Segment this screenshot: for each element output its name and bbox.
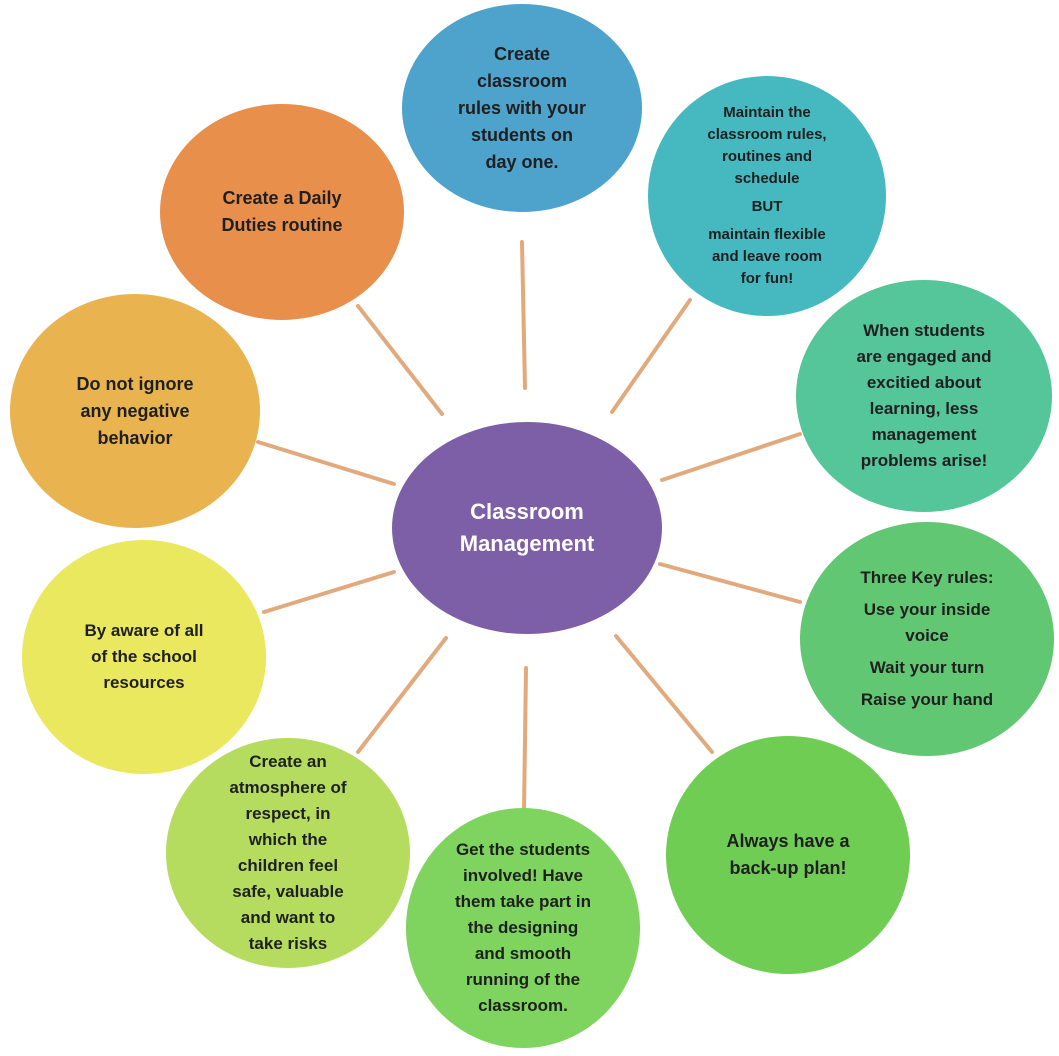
- node-three-key-rules: Three Key rules: Use your inside voice W…: [800, 522, 1054, 756]
- text-line: By aware of all: [84, 621, 204, 640]
- text-line: Management: [459, 531, 595, 556]
- node-backup-plan-text: Always have a back-up plan!: [666, 828, 910, 882]
- node-negative-behavior: Do not ignore any negative behavior: [10, 294, 260, 528]
- text-line: any negative: [80, 400, 190, 421]
- text-line: Use your inside: [863, 600, 991, 619]
- node-classroom-rules: Create classroom rules with your student…: [402, 4, 642, 212]
- node-students-involved-text: Get the students involved! Have them tak…: [406, 837, 640, 1019]
- text-line: learning, less: [869, 399, 979, 418]
- text-line: schedule: [734, 170, 800, 187]
- text-line: the designing: [467, 918, 579, 937]
- text-line: classroom: [476, 70, 568, 91]
- text-line: students on: [471, 124, 573, 145]
- text-line: running of the: [465, 970, 581, 989]
- text-line: Three Key rules:: [860, 568, 994, 587]
- connector-ignore: [256, 440, 396, 486]
- text-line: Classroom: [470, 499, 584, 524]
- connector-aware: [262, 570, 396, 614]
- text-line: involved! Have: [463, 866, 583, 885]
- text-line: BUT: [751, 198, 783, 215]
- node-daily-duties: Create a Daily Duties routine: [160, 104, 404, 320]
- text-line: are engaged and: [856, 347, 992, 366]
- text-line: respect, in: [245, 804, 331, 823]
- text-line: classroom.: [478, 996, 568, 1015]
- connector-maintain: [610, 298, 692, 414]
- node-daily-duties-text: Create a Daily Duties routine: [160, 185, 404, 239]
- text-line: day one.: [485, 151, 559, 172]
- text-line: rules with your: [457, 97, 587, 118]
- node-school-resources: By aware of all of the school resources: [22, 540, 266, 774]
- node-maintain-rules-text: Maintain the classroom rules, routines a…: [648, 102, 886, 290]
- text-line: resources: [103, 673, 185, 692]
- connector-engaged: [660, 432, 802, 482]
- text-line: back-up plan!: [729, 858, 847, 878]
- connector-involved: [522, 666, 528, 812]
- text-line: Do not ignore: [76, 373, 194, 394]
- node-students-involved: Get the students involved! Have them tak…: [406, 808, 640, 1048]
- connector-three: [658, 562, 802, 604]
- text-line: Create: [493, 43, 551, 64]
- text-line: When students: [863, 321, 985, 340]
- text-line: take risks: [248, 934, 328, 953]
- text-line: problems arise!: [860, 451, 988, 470]
- text-line: them take part in: [454, 892, 592, 911]
- node-classroom-management-text: Classroom Management: [392, 496, 662, 560]
- text-line: children feel: [237, 856, 339, 875]
- text-line: Wait your turn: [869, 658, 985, 677]
- text-line: Raise your hand: [860, 690, 994, 709]
- node-engaged-students-text: When students are engaged and excitied a…: [796, 318, 1052, 474]
- text-line: management: [871, 425, 977, 444]
- text-line: and smooth: [474, 944, 572, 963]
- node-classroom-rules-text: Create classroom rules with your student…: [402, 41, 642, 176]
- text-line: Always have a: [726, 831, 850, 851]
- text-line: behavior: [97, 427, 173, 448]
- text-line: which the: [248, 830, 328, 849]
- node-engaged-students: When students are engaged and excitied a…: [796, 280, 1052, 512]
- connector-respect: [356, 636, 448, 754]
- text-line: routines and: [721, 148, 812, 165]
- text-line: excitied about: [866, 373, 982, 392]
- text-line: atmosphere of: [229, 778, 347, 797]
- text-line: Get the students: [455, 840, 591, 859]
- text-line: voice: [905, 626, 949, 645]
- node-atmosphere-respect-text: Create an atmosphere of respect, in whic…: [166, 749, 410, 957]
- node-backup-plan: Always have a back-up plan!: [666, 736, 910, 974]
- text-line: and want to: [240, 908, 336, 927]
- text-line: maintain flexible: [708, 226, 826, 243]
- node-classroom-management: Classroom Management: [392, 422, 662, 634]
- node-school-resources-text: By aware of all of the school resources: [22, 618, 266, 696]
- node-maintain-rules: Maintain the classroom rules, routines a…: [648, 76, 886, 316]
- text-line: for fun!: [740, 270, 794, 287]
- node-negative-behavior-text: Do not ignore any negative behavior: [10, 371, 260, 452]
- text-line: Create a Daily: [222, 188, 342, 208]
- text-line: of the school: [91, 647, 197, 666]
- text-line: Create an: [249, 752, 327, 771]
- text-line: safe, valuable: [232, 882, 344, 901]
- text-line: Duties routine: [221, 215, 343, 235]
- text-line: and leave room: [711, 248, 823, 265]
- connector-rules: [520, 240, 527, 390]
- node-three-key-rules-text: Three Key rules: Use your inside voice W…: [800, 565, 1054, 713]
- connector-daily: [356, 304, 444, 416]
- text-line: Maintain the: [723, 104, 811, 121]
- connector-backup: [614, 634, 714, 754]
- text-line: classroom rules,: [707, 126, 827, 143]
- node-atmosphere-respect: Create an atmosphere of respect, in whic…: [166, 738, 410, 968]
